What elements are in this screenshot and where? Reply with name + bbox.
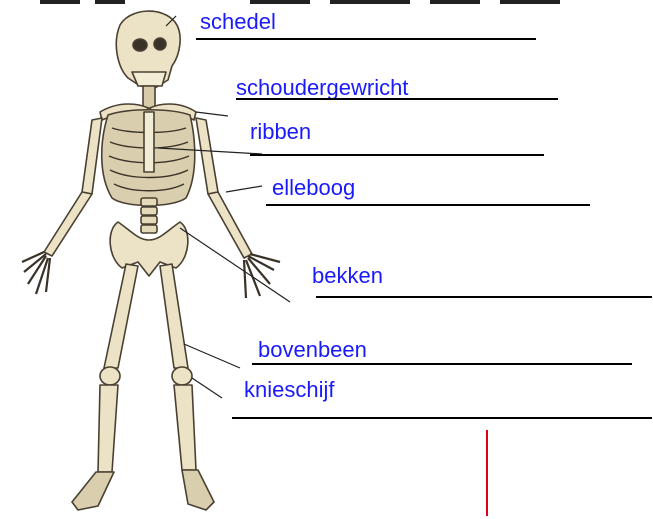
label-kneecap: knieschijf [244,378,334,402]
label-ribs: ribben [250,120,311,144]
answer-line-elbow [266,204,590,206]
femur-left [104,264,138,368]
answer-line-kneecap [232,417,652,419]
neck-vertebrae [143,86,155,108]
hand-left [22,252,50,294]
shin-left [98,385,118,472]
cutoff-heading-fragment [40,0,560,4]
label-skull: schedel [200,10,276,34]
left-eye-socket [133,39,147,51]
kneecap-right [172,367,192,385]
upper-arm-right [196,118,218,194]
answer-line-ribs [250,154,544,156]
answer-line-shoulder-joint [236,98,558,100]
label-elbow: elleboog [272,176,355,200]
label-shoulder-joint: schoudergewricht [236,76,408,100]
label-thigh: bovenbeen [258,338,367,362]
jaw-bone [132,72,166,86]
label-pelvis: bekken [312,264,383,288]
lumbar-spine [141,198,157,233]
foot-left [72,472,114,510]
answer-line-skull [196,38,536,40]
shin-right [174,385,196,470]
answer-line-pelvis [316,296,652,298]
answer-line-thigh [252,363,632,365]
text-cursor-mark [486,430,488,516]
right-eye-socket [154,38,166,50]
forearm-left [44,192,92,256]
upper-arm-left [82,118,102,194]
femur-right [160,264,188,368]
foot-right [182,470,214,510]
forearm-right [208,192,252,258]
kneecap-left [100,367,120,385]
sternum [144,112,154,172]
